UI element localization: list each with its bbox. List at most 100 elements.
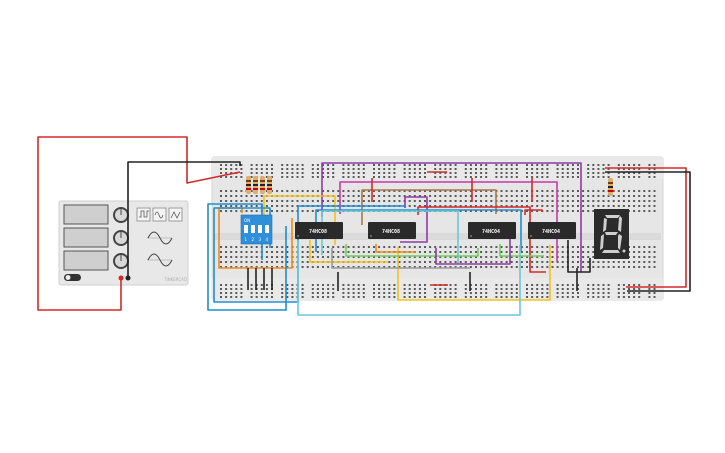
breadboard-hole[interactable] bbox=[520, 256, 523, 258]
breadboard-hole[interactable] bbox=[541, 296, 544, 298]
breadboard-hole[interactable] bbox=[235, 266, 238, 268]
breadboard-hole[interactable] bbox=[500, 251, 503, 253]
breadboard-hole[interactable] bbox=[582, 205, 585, 207]
breadboard-hole[interactable] bbox=[449, 246, 452, 248]
breadboard-hole[interactable] bbox=[531, 251, 534, 253]
breadboard-hole[interactable] bbox=[408, 256, 411, 258]
breadboard-hole[interactable] bbox=[230, 246, 233, 248]
breadboard-hole[interactable] bbox=[225, 266, 228, 268]
breadboard-hole[interactable] bbox=[418, 284, 421, 286]
breadboard-hole[interactable] bbox=[449, 292, 452, 294]
breadboard-hole[interactable] bbox=[418, 164, 421, 166]
breadboard-hole[interactable] bbox=[582, 261, 585, 263]
breadboard-hole[interactable] bbox=[531, 176, 534, 178]
breadboard-hole[interactable] bbox=[490, 261, 493, 263]
breadboard-hole[interactable] bbox=[393, 195, 396, 197]
breadboard-hole[interactable] bbox=[459, 256, 462, 258]
breadboard-hole[interactable] bbox=[235, 195, 238, 197]
breadboard-hole[interactable] bbox=[475, 296, 477, 298]
breadboard-hole[interactable] bbox=[464, 288, 467, 290]
breadboard-hole[interactable] bbox=[515, 251, 518, 253]
breadboard-hole[interactable] bbox=[607, 195, 610, 197]
breadboard-hole[interactable] bbox=[628, 176, 630, 178]
breadboard-hole[interactable] bbox=[230, 176, 233, 178]
breadboard-hole[interactable] bbox=[617, 261, 620, 263]
breadboard-hole[interactable] bbox=[505, 292, 508, 294]
breadboard-hole[interactable] bbox=[235, 251, 238, 253]
breadboard-hole[interactable] bbox=[633, 176, 636, 178]
breadboard-hole[interactable] bbox=[444, 251, 447, 253]
breadboard-hole[interactable] bbox=[240, 205, 243, 207]
breadboard-hole[interactable] bbox=[536, 195, 539, 197]
breadboard-hole[interactable] bbox=[510, 172, 513, 174]
breadboard-hole[interactable] bbox=[378, 266, 381, 268]
breadboard-hole[interactable] bbox=[286, 164, 289, 166]
breadboard-hole[interactable] bbox=[316, 200, 319, 202]
breadboard-hole[interactable] bbox=[352, 195, 355, 197]
breadboard-hole[interactable] bbox=[628, 168, 630, 170]
breadboard-hole[interactable] bbox=[327, 296, 330, 298]
breadboard-hole[interactable] bbox=[653, 292, 656, 294]
breadboard-hole[interactable] bbox=[286, 205, 289, 207]
breadboard-hole[interactable] bbox=[250, 172, 253, 174]
breadboard-hole[interactable] bbox=[373, 190, 375, 192]
breadboard-hole[interactable] bbox=[643, 266, 646, 268]
breadboard-hole[interactable] bbox=[424, 288, 426, 290]
breadboard-hole[interactable] bbox=[444, 200, 447, 202]
breadboard-hole[interactable] bbox=[449, 284, 452, 286]
breadboard-hole[interactable] bbox=[510, 205, 513, 207]
breadboard-hole[interactable] bbox=[265, 176, 268, 178]
breadboard-hole[interactable] bbox=[347, 195, 350, 197]
breadboard-hole[interactable] bbox=[378, 172, 381, 174]
breadboard-hole[interactable] bbox=[485, 288, 488, 290]
breadboard-hole[interactable] bbox=[577, 296, 579, 298]
breadboard-hole[interactable] bbox=[250, 210, 253, 212]
breadboard-hole[interactable] bbox=[306, 256, 309, 258]
breadboard-hole[interactable] bbox=[648, 164, 651, 166]
breadboard-hole[interactable] bbox=[505, 261, 508, 263]
breadboard-hole[interactable] bbox=[628, 261, 630, 263]
breadboard-hole[interactable] bbox=[235, 261, 238, 263]
breadboard-hole[interactable] bbox=[469, 266, 472, 268]
breadboard-hole[interactable] bbox=[347, 251, 350, 253]
breadboard-hole[interactable] bbox=[444, 168, 447, 170]
breadboard-hole[interactable] bbox=[449, 261, 452, 263]
breadboard-hole[interactable] bbox=[490, 266, 493, 268]
breadboard-hole[interactable] bbox=[444, 266, 447, 268]
breadboard-hole[interactable] bbox=[332, 284, 335, 286]
breadboard-hole[interactable] bbox=[235, 292, 238, 294]
breadboard-hole[interactable] bbox=[301, 246, 304, 248]
breadboard-hole[interactable] bbox=[362, 284, 365, 286]
breadboard-hole[interactable] bbox=[454, 176, 457, 178]
breadboard-hole[interactable] bbox=[220, 266, 222, 268]
breadboard-hole[interactable] bbox=[413, 296, 416, 298]
breadboard-hole[interactable] bbox=[541, 256, 544, 258]
breadboard-hole[interactable] bbox=[587, 296, 590, 298]
breadboard-hole[interactable] bbox=[418, 205, 421, 207]
breadboard-hole[interactable] bbox=[587, 190, 590, 192]
breadboard-hole[interactable] bbox=[485, 168, 488, 170]
breadboard-hole[interactable] bbox=[240, 251, 243, 253]
breadboard-hole[interactable] bbox=[602, 195, 605, 197]
breadboard-hole[interactable] bbox=[546, 284, 549, 286]
breadboard-hole[interactable] bbox=[357, 176, 360, 178]
breadboard-hole[interactable] bbox=[225, 164, 228, 166]
breadboard-hole[interactable] bbox=[653, 256, 656, 258]
breadboard-hole[interactable] bbox=[327, 251, 330, 253]
breadboard-hole[interactable] bbox=[622, 296, 625, 298]
breadboard-hole[interactable] bbox=[505, 164, 508, 166]
breadboard-hole[interactable] bbox=[250, 261, 253, 263]
breadboard-hole[interactable] bbox=[306, 210, 309, 212]
breadboard-hole[interactable] bbox=[347, 200, 350, 202]
breadboard-hole[interactable] bbox=[592, 164, 595, 166]
breadboard-hole[interactable] bbox=[622, 164, 625, 166]
breadboard-hole[interactable] bbox=[418, 261, 421, 263]
breadboard-hole[interactable] bbox=[418, 256, 421, 258]
breadboard-hole[interactable] bbox=[316, 210, 319, 212]
breadboard-hole[interactable] bbox=[561, 288, 564, 290]
breadboard-hole[interactable] bbox=[337, 251, 340, 253]
breadboard-hole[interactable] bbox=[286, 190, 289, 192]
breadboard-hole[interactable] bbox=[551, 210, 554, 212]
breadboard-hole[interactable] bbox=[587, 200, 590, 202]
breadboard-hole[interactable] bbox=[628, 164, 630, 166]
